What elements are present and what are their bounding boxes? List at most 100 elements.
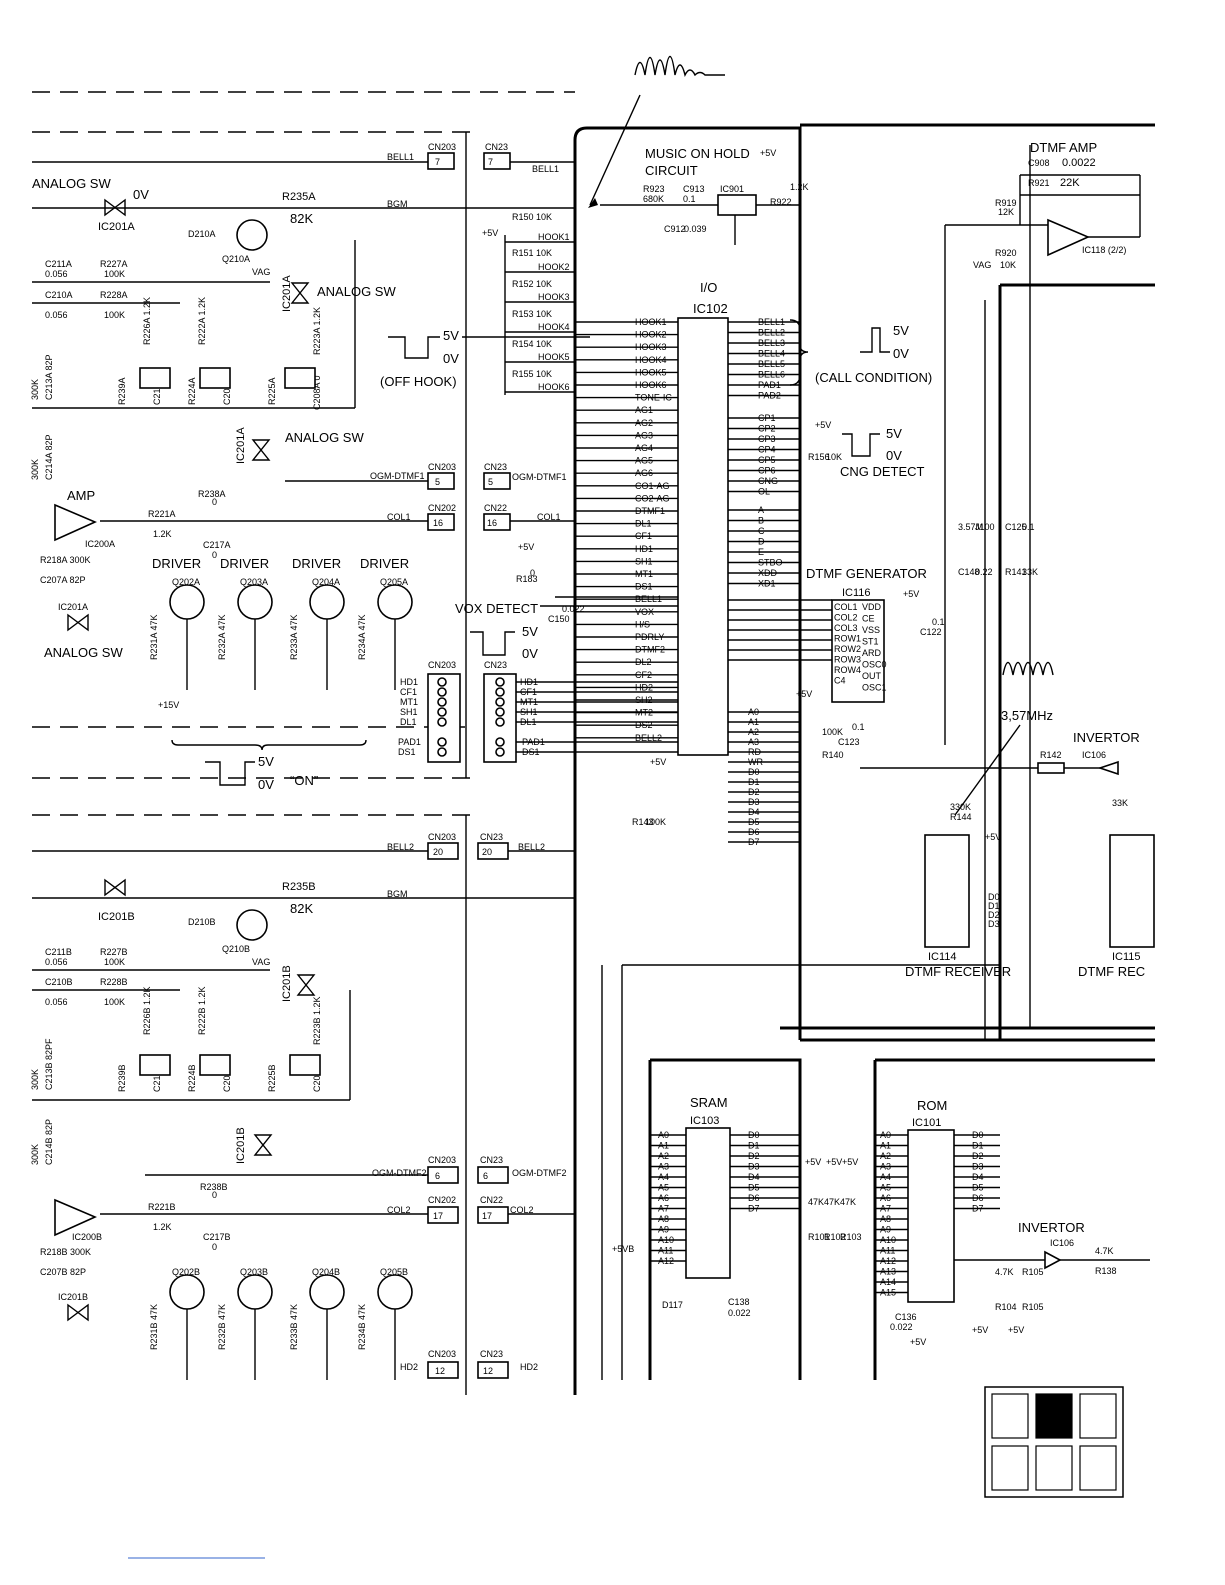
cn23-hd-label: CN23 bbox=[484, 660, 507, 670]
cn203-pin-5 bbox=[427, 472, 455, 490]
r183-value: 0.022 bbox=[562, 604, 585, 614]
r300k-b2: 300K bbox=[30, 1144, 40, 1165]
analog-switch-a2 bbox=[290, 282, 310, 304]
cn23-pin-20-num: 20 bbox=[482, 847, 492, 857]
r218b-label: R218B 300K bbox=[40, 1247, 91, 1257]
bgm-a: BGM bbox=[387, 199, 408, 209]
hd-line-label: CF1 bbox=[400, 687, 417, 697]
r221a-label: R221A bbox=[148, 509, 176, 519]
cn22-col-label: CN22 bbox=[484, 503, 507, 513]
r105-label: R105 bbox=[1022, 1302, 1044, 1312]
r224b-label: R224B bbox=[187, 1064, 197, 1092]
opamp-ic200b bbox=[54, 1198, 97, 1237]
cn203-ogm2-label: CN203 bbox=[428, 1155, 456, 1165]
hd2-right: HD2 bbox=[520, 1362, 538, 1372]
dtmf-receiver2-label: DTMF REC bbox=[1078, 964, 1145, 979]
r104-value: 4.7K bbox=[995, 1267, 1014, 1277]
bell2-left: BELL2 bbox=[387, 842, 414, 852]
driver-label: DRIVER bbox=[220, 556, 269, 571]
dtmf-gen-pin: COL2 bbox=[834, 613, 858, 623]
ic103-chip bbox=[685, 1127, 731, 1279]
r235b-value: 82K bbox=[290, 901, 313, 916]
r238a-value: 0 bbox=[212, 497, 217, 507]
cn203-pin-7-num: 7 bbox=[435, 157, 440, 167]
vox-pulse-icon bbox=[470, 631, 515, 656]
c121-value: 100K bbox=[645, 817, 666, 827]
r235b-label: R235B bbox=[282, 881, 316, 893]
on-0v: 0V bbox=[258, 777, 274, 792]
dtmf-gen-pin: CE bbox=[862, 614, 875, 624]
c913-value: 0.1 bbox=[683, 194, 696, 204]
on-label: “ON” bbox=[290, 773, 318, 788]
dtmf-gen-pins: COL1COL2COL3ROW1ROW2ROW3ROW4C4VDDCEVSSST… bbox=[834, 602, 887, 693]
page-grid-cell bbox=[1079, 1393, 1117, 1439]
on-5v: 5V bbox=[258, 754, 274, 769]
r919-label: R919 bbox=[995, 198, 1017, 208]
vox-0v: 0V bbox=[522, 646, 538, 661]
cn203-hd-label: CN203 bbox=[428, 660, 456, 670]
driver-transistor bbox=[237, 584, 273, 620]
driver-transistor-label: Q205A bbox=[380, 577, 408, 587]
cn202-pin-17-num: 17 bbox=[433, 1211, 443, 1221]
r224a-label: R224A bbox=[187, 377, 197, 405]
ic201b-1: IC201B bbox=[98, 911, 135, 923]
ogm-dtmf2-left: OGM-DTMF2 bbox=[372, 1168, 427, 1178]
r921-label: R921 bbox=[1028, 178, 1050, 188]
opamp-ic200a bbox=[54, 503, 97, 542]
c136-label: C136 bbox=[895, 1312, 917, 1322]
c122-label: 3.57M bbox=[958, 522, 983, 532]
col1-left: COL1 bbox=[387, 512, 411, 522]
driver-transistor-label: Q202A bbox=[172, 577, 200, 587]
r227a-value: 100K bbox=[104, 269, 125, 279]
ic201a-3: IC201A bbox=[235, 427, 247, 464]
cn202-pin-16-num: 16 bbox=[433, 518, 443, 528]
q210b-vag: VAG bbox=[252, 957, 270, 967]
r103-value: 47K bbox=[840, 1197, 856, 1207]
driver-transistor bbox=[237, 1274, 273, 1310]
analog-sw-4: ANALOG SW bbox=[44, 645, 123, 660]
hd-line-label: HD1 bbox=[400, 677, 418, 687]
r239b-label: R239B bbox=[117, 1064, 127, 1092]
cn23-bell2-label: CN23 bbox=[480, 832, 503, 842]
rom-vcc3: +5V bbox=[910, 1337, 926, 1347]
ic102-label: IC102 bbox=[693, 301, 728, 316]
c211b-value: 0.056 bbox=[45, 957, 68, 967]
c908-value: 0.0022 bbox=[1062, 157, 1096, 169]
cn203-pin-12 bbox=[427, 1361, 459, 1379]
driver-resistor-label: R232B 47K bbox=[217, 1304, 227, 1350]
call-condition-pulse-icon bbox=[860, 327, 890, 353]
driver-resistor-label: R233A 47K bbox=[289, 614, 299, 660]
r221a-value: 1.2K bbox=[153, 529, 172, 539]
c913-label: C913 bbox=[683, 184, 705, 194]
dtmf-gen-pin: ROW1 bbox=[834, 634, 861, 644]
cn22-col2-label: CN22 bbox=[480, 1195, 503, 1205]
dtmf-generator-label: DTMF GENERATOR bbox=[806, 566, 927, 581]
analog-switch-b1 bbox=[104, 878, 126, 897]
ic201b-4: IC201B bbox=[58, 1292, 88, 1302]
q210a-label: Q210A bbox=[222, 254, 250, 264]
bell1-right: BELL1 bbox=[532, 164, 559, 174]
c136-value: 0.022 bbox=[890, 1322, 913, 1332]
r143-label: R141 bbox=[1005, 567, 1027, 577]
bgm-b: BGM bbox=[387, 889, 408, 899]
ic114-data-pin: D1 bbox=[988, 901, 1000, 911]
dtmfgen-vcc2: +5V bbox=[796, 689, 812, 699]
svg-text:HOOK1: HOOK1 bbox=[538, 232, 570, 242]
cn22-pin-16 bbox=[483, 513, 511, 531]
r146-value: 100K bbox=[822, 727, 843, 737]
dtmf-receiver-label: DTMF RECEIVER bbox=[905, 964, 1011, 979]
svg-text:HOOK3: HOOK3 bbox=[538, 292, 570, 302]
r300k-b1: 300K bbox=[30, 1069, 40, 1090]
ic114-vcc: +5V bbox=[985, 832, 1001, 842]
r156-value: 10K bbox=[826, 452, 842, 462]
ic201a-2: IC201A bbox=[281, 275, 293, 312]
ic118b-label: IC118 (2/2) bbox=[1082, 245, 1126, 255]
rom-label: ROM bbox=[917, 1098, 947, 1113]
cn23-top-label: CN23 bbox=[485, 142, 508, 152]
l100-coil bbox=[1037, 762, 1065, 774]
dtmf-amp-vag: VAG bbox=[973, 260, 991, 270]
r218a-label: R218A 300K bbox=[40, 555, 91, 565]
page-grid-cell bbox=[1035, 1445, 1073, 1491]
